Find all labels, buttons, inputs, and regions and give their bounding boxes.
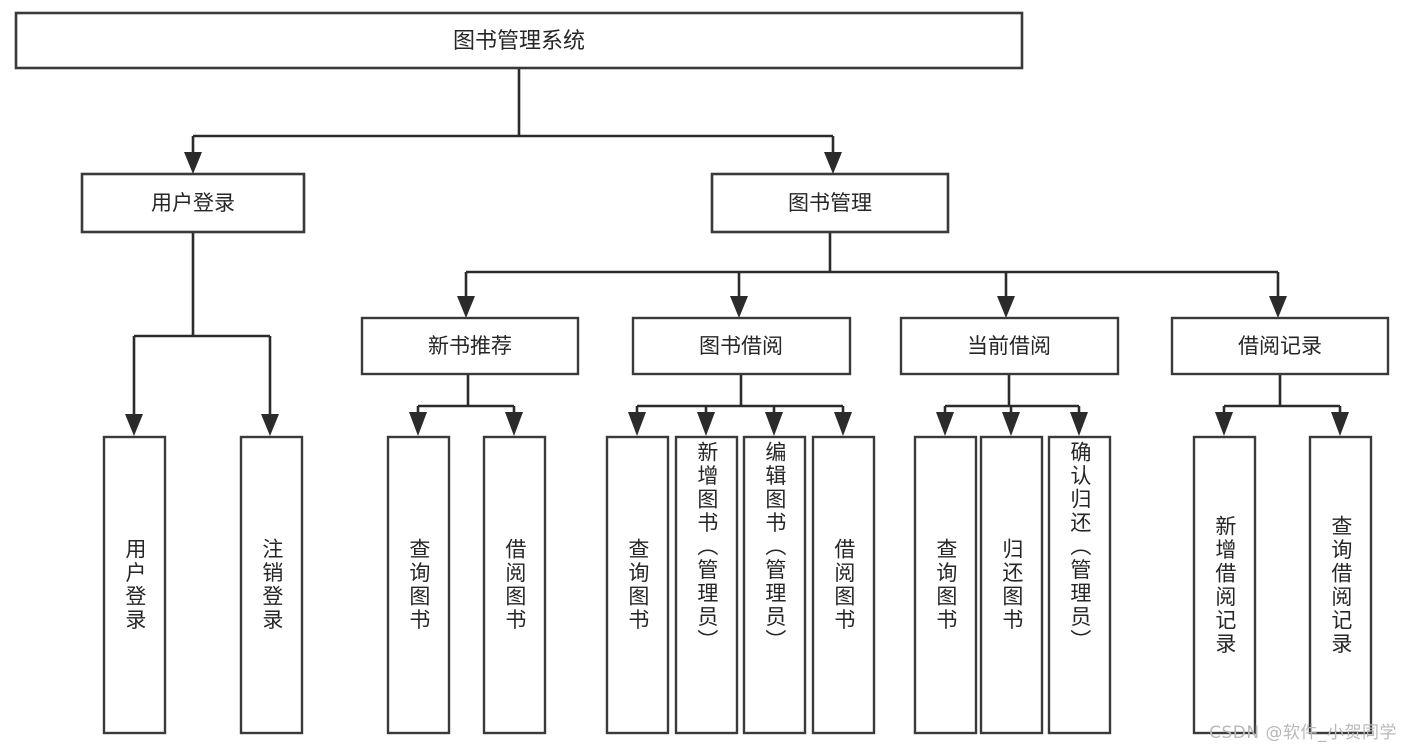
arrowhead-leaf-query-book-1 <box>409 412 427 436</box>
node-current-borrow-label: 当前借阅 <box>967 334 1051 358</box>
arrowhead-leaf-add-book-admin <box>697 412 715 436</box>
node-new-book-recommend-label: 新书推荐 <box>428 334 512 358</box>
node-current-borrow-box[interactable] <box>899 316 1120 376</box>
arrowhead-leaf-user-login <box>125 414 143 436</box>
node-leaf-confirm-return-admin-box[interactable] <box>1047 435 1112 735</box>
node-user-login-label: 用户登录 <box>151 191 235 215</box>
arrowhead-leaf-query-book-3 <box>936 412 954 436</box>
node-layer: 图书管理系统 用户登录 图书管理 新书推荐 图书借阅 当前借阅 借阅记录 <box>14 11 1390 735</box>
node-borrow-record-label: 借阅记录 <box>1238 334 1322 358</box>
arrowhead-book-manage <box>824 152 842 174</box>
arrowhead-leaf-query-borrow-record <box>1331 412 1349 436</box>
node-leaf-query-book-2-box[interactable] <box>605 435 670 735</box>
arrowhead-leaf-add-borrow-record <box>1215 412 1233 436</box>
arrowhead-leaf-borrow-book-1 <box>505 412 523 436</box>
node-leaf-add-book-admin-box[interactable] <box>674 435 739 735</box>
node-new-book-recommend-box[interactable] <box>360 316 580 376</box>
arrowhead-leaf-confirm-return <box>1070 412 1088 436</box>
arrowhead-leaf-query-book-2 <box>628 412 646 436</box>
edge-layer <box>125 68 1349 436</box>
arrowhead-leaf-return-book <box>1002 412 1020 436</box>
node-leaf-query-borrow-record-box[interactable] <box>1308 435 1373 735</box>
arrowhead-leaf-logout-login <box>261 414 279 436</box>
node-book-manage-box[interactable] <box>710 172 950 234</box>
node-user-login-box[interactable] <box>80 172 306 234</box>
node-leaf-add-borrow-record-box[interactable] <box>1192 435 1257 735</box>
node-leaf-return-book-box[interactable] <box>979 435 1044 735</box>
arrowhead-new-book-recommend <box>457 296 475 318</box>
arrowhead-book-borrow <box>730 296 748 318</box>
arrowhead-user-login <box>184 152 202 174</box>
node-leaf-borrow-book-1-box[interactable] <box>482 435 547 735</box>
node-leaf-edit-book-admin-box[interactable] <box>742 435 807 735</box>
node-book-borrow-box[interactable] <box>631 316 852 376</box>
arrowhead-leaf-borrow-book-2 <box>834 412 852 436</box>
node-leaf-user-login-box[interactable] <box>102 435 167 735</box>
node-borrow-record-box[interactable] <box>1170 316 1390 376</box>
csdn-watermark: CSDN @软件_小贺同学 <box>1209 723 1397 743</box>
node-leaf-borrow-book-2-box[interactable] <box>811 435 876 735</box>
node-book-borrow-label: 图书借阅 <box>699 334 783 358</box>
arrowhead-borrow-record <box>1269 296 1287 318</box>
node-leaf-query-book-3-box[interactable] <box>913 435 978 735</box>
node-leaf-logout-login-box[interactable] <box>239 435 304 735</box>
node-root-box[interactable] <box>14 11 1024 70</box>
arrowhead-current-borrow <box>997 296 1015 318</box>
node-leaf-query-book-1-box[interactable] <box>386 435 451 735</box>
node-book-manage-label: 图书管理 <box>788 191 872 215</box>
node-root-label: 图书管理系统 <box>453 29 585 54</box>
arrowhead-leaf-edit-book-admin <box>765 412 783 436</box>
